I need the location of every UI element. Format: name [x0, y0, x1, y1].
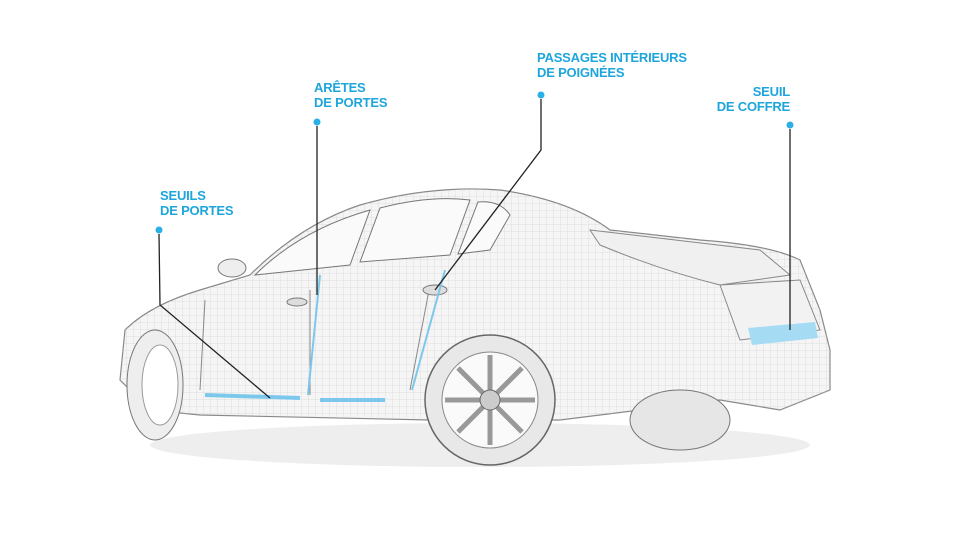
callout-dot: [537, 91, 545, 99]
callout-handle-recesses: PASSAGES INTÉRIEURS DE POIGNÉES: [537, 50, 687, 80]
callout-dot: [313, 118, 321, 126]
callout-door-edges: ARÊTES DE PORTES: [314, 80, 388, 110]
callout-trunk-sill: SEUIL DE COFFRE: [716, 84, 791, 114]
trunk-sill-highlight: [748, 322, 818, 345]
callout-door-sills: SEUILS DE PORTES: [160, 188, 234, 218]
callout-line: SEUILS: [160, 188, 206, 203]
callout-line: DE PORTES: [160, 203, 234, 218]
side-mirror: [217, 258, 247, 278]
callout-line: ARÊTES: [314, 80, 366, 95]
far-rear-wheel: [629, 389, 731, 451]
door-handle: [286, 297, 308, 307]
door-edge-highlight: [307, 269, 446, 396]
callout-line: DE POIGNÉES: [537, 65, 625, 80]
leader-line-handle-recesses: [434, 99, 542, 291]
front-wheel: [126, 329, 184, 441]
door-sill-highlight: [204, 393, 385, 402]
callout-dot: [786, 121, 794, 129]
callout-line: PASSAGES INTÉRIEURS: [537, 50, 687, 65]
callout-line: DE COFFRE: [716, 99, 791, 114]
rear-wheel: [424, 334, 556, 466]
leader-line-door-sills: [158, 233, 271, 399]
callout-line: SEUIL: [752, 84, 790, 99]
callout-dot: [155, 226, 163, 234]
callout-line: DE PORTES: [314, 95, 388, 110]
